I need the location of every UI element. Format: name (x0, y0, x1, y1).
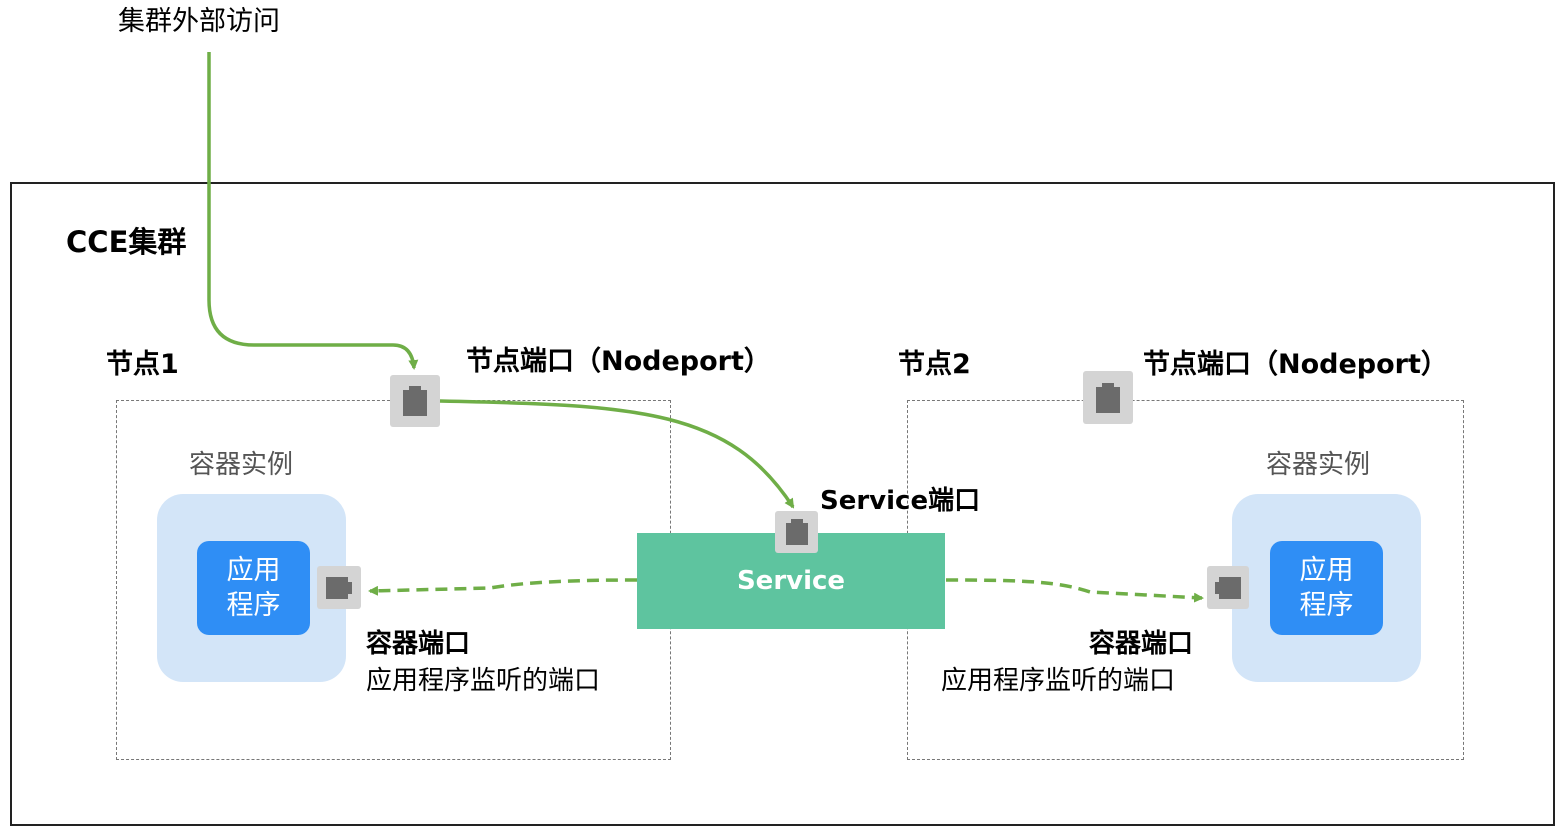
node1-container-port-icon (317, 566, 361, 609)
node2-nodeport-label: 节点端口（Nodeport） (1143, 349, 1448, 380)
node2-container-port-desc: 应用程序监听的端口 (941, 666, 1176, 696)
node1-container-port-desc: 应用程序监听的端口 (366, 666, 601, 696)
node1-instance-label: 容器实例 (189, 450, 294, 480)
service-port-icon (775, 511, 818, 553)
service-label: Service (736, 566, 846, 596)
external-access-label: 集群外部访问 (118, 6, 280, 37)
service-to-node1-container-arrow (368, 578, 638, 596)
service-port-label: Service端口 (820, 486, 981, 516)
service-to-node2-container-arrow (945, 578, 1204, 603)
cluster-boundary (10, 182, 1555, 826)
node1-nodeport-label: 节点端口（Nodeport） (466, 346, 771, 377)
node2-app-line2: 程序 (1299, 590, 1354, 621)
node1-label: 节点1 (106, 349, 179, 380)
node1-app-line2: 程序 (226, 590, 281, 621)
node2-app-line1: 应用 (1299, 554, 1354, 586)
node1-nodeport-icon (390, 375, 440, 427)
node2-nodeport-icon (1083, 371, 1133, 424)
node1-app-line1: 应用 (226, 554, 281, 586)
node2-app: 应用 程序 (1270, 541, 1383, 635)
nodeport-to-service-arrow (439, 399, 795, 509)
node2-instance-label: 容器实例 (1266, 450, 1371, 480)
node1-container-port-title: 容器端口 (366, 629, 471, 659)
node2-container-port-title: 容器端口 (1089, 629, 1194, 659)
node2-container-port-icon (1207, 566, 1249, 609)
node1-app: 应用 程序 (197, 541, 310, 635)
node2-label: 节点2 (898, 349, 971, 380)
cluster-title: CCE集群 (66, 225, 187, 259)
external-to-nodeport-arrow (207, 52, 419, 370)
